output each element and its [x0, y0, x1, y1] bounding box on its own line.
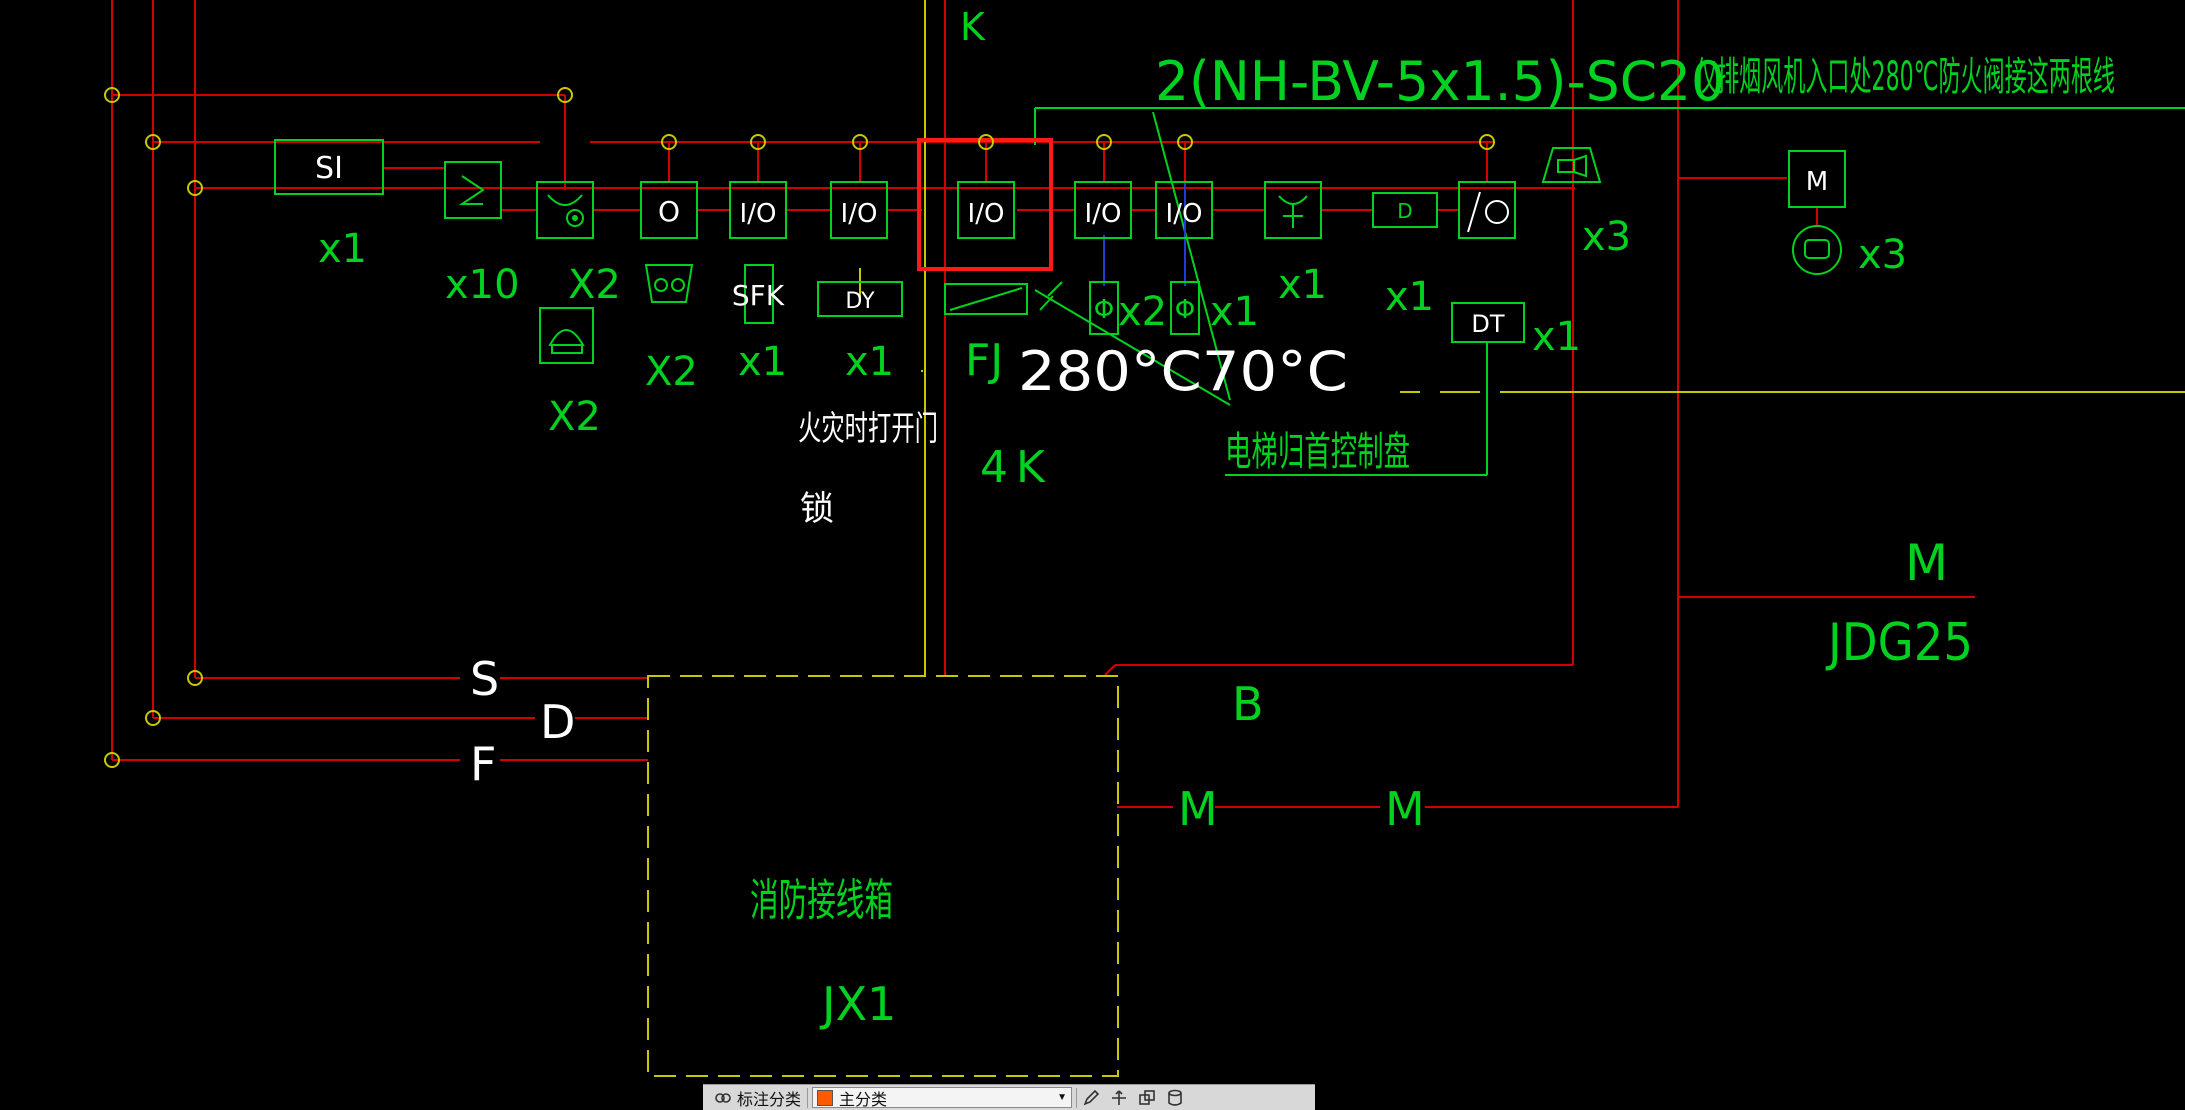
- qty-si: x1: [318, 226, 367, 272]
- svg-text:I/O: I/O: [1166, 199, 1203, 229]
- svg-text:SI: SI: [315, 151, 343, 186]
- red-wiring: [111, 0, 1975, 808]
- qty-sfk: x1: [738, 339, 787, 385]
- qty-dt: x1: [1532, 314, 1581, 360]
- label-jx1: JX1: [819, 977, 896, 1031]
- label-m-right: M: [1905, 534, 1948, 592]
- label-fire-unlock-1: 火灾时打开门: [798, 409, 938, 449]
- qty-fi2: x1: [1210, 289, 1259, 335]
- drawing-labels: K 2(NH-BV-5x1.5)-SC20 仅排烟风机入口处280℃防火阀接这两…: [470, 5, 2115, 1031]
- green-leaders: [1034, 107, 2185, 476]
- svg-text:D: D: [1397, 199, 1412, 223]
- blue-ticks: [1103, 182, 1186, 286]
- qty-speaker: x3: [1582, 214, 1631, 260]
- antenna-module[interactable]: [1264, 181, 1322, 239]
- copy-icon[interactable]: [1136, 1087, 1158, 1109]
- layer-dropdown-value: 主分类: [839, 1091, 888, 1109]
- io-module-4[interactable]: I/O: [1074, 181, 1132, 239]
- label-4k: 4K: [980, 442, 1053, 493]
- label-s: S: [470, 652, 499, 706]
- label-jdg25: JDG25: [1825, 613, 1973, 673]
- svg-text:Φ: Φ: [1175, 295, 1195, 325]
- label-m1: M: [1178, 782, 1218, 836]
- io-module-1[interactable]: I/O: [729, 181, 787, 239]
- alarm-horn-icon[interactable]: [536, 181, 594, 239]
- label-temps: 280°C70°C: [1018, 340, 1348, 403]
- dy-module[interactable]: DY: [817, 281, 903, 317]
- svg-text:DY: DY: [845, 289, 875, 314]
- qty-dy: x1: [845, 339, 894, 385]
- label-fire-box: 消防接线箱: [750, 875, 893, 926]
- qty-motor: x3: [1858, 232, 1907, 278]
- telephone-icon[interactable]: [539, 307, 594, 364]
- label-fj: FJ: [965, 335, 1003, 386]
- dt-module[interactable]: DT: [1451, 302, 1525, 343]
- move-icon[interactable]: [1108, 1087, 1130, 1109]
- si-module[interactable]: SI: [274, 139, 384, 195]
- annotation-icon: [712, 1087, 734, 1109]
- signal-module[interactable]: [444, 161, 502, 219]
- label-k: K: [960, 5, 986, 49]
- label-m2: M: [1385, 782, 1425, 836]
- toolbar-divider: [807, 1087, 809, 1108]
- qty-horn: X2: [568, 262, 621, 308]
- fire-junction-box-outline[interactable]: [647, 675, 1119, 1077]
- svg-text:I/O: I/O: [841, 199, 878, 229]
- qty-signal: x10: [445, 262, 520, 308]
- svg-text:I/O: I/O: [968, 199, 1005, 229]
- qty-phone: X2: [548, 394, 601, 440]
- svg-text:I/O: I/O: [1085, 199, 1122, 229]
- fj-module[interactable]: [944, 281, 1063, 315]
- chevron-down-icon: ▼: [1057, 1092, 1068, 1103]
- d-module[interactable]: D: [1372, 192, 1438, 228]
- io-module-3-selected[interactable]: I/O: [917, 138, 1053, 271]
- fan-motor-icon[interactable]: M: [1788, 150, 1846, 275]
- strobe-beacon-icon[interactable]: [644, 264, 694, 303]
- svg-text:M: M: [1806, 167, 1828, 197]
- qty-d: x1: [1385, 274, 1434, 320]
- svg-text:I/O: I/O: [740, 199, 777, 229]
- label-elevator: 电梯归首控制盘: [1225, 429, 1410, 475]
- label-f: F: [470, 737, 496, 791]
- toolbar-divider: [1076, 1087, 1078, 1108]
- svg-text:SFK: SFK: [732, 279, 785, 312]
- label-d: D: [540, 695, 575, 749]
- qty-antenna: x1: [1278, 262, 1327, 308]
- fire-damper-280-icon[interactable]: Φ: [1089, 281, 1119, 335]
- selection-highlight: [917, 138, 1053, 271]
- sfk-module[interactable]: SFK: [732, 264, 785, 324]
- svg-text:Φ: Φ: [1094, 295, 1114, 325]
- cable-note: 2(NH-BV-5x1.5)-SC20: [1155, 50, 1725, 113]
- qty-beacon: X2: [645, 349, 698, 395]
- quantity-labels: x1 x10 X2 X2 X2 x1 x1 x2 x1 x1 x1 x1 x3 …: [318, 214, 1907, 440]
- cad-bottom-toolbar: 标注分类 主分类 ▼: [703, 1084, 1315, 1110]
- label-b: B: [1232, 677, 1264, 731]
- qty-fi1: x2: [1118, 289, 1167, 335]
- switch-module[interactable]: [1458, 181, 1516, 239]
- fire-damper-70-icon[interactable]: Φ: [1170, 281, 1200, 335]
- svg-text:DT: DT: [1471, 310, 1504, 338]
- io-module-2[interactable]: I/O: [830, 181, 888, 239]
- layer-dropdown[interactable]: 主分类 ▼: [812, 1087, 1073, 1109]
- cable-note-cn: 仅排烟风机入口处280℃防火阀接这两根线: [1695, 54, 2115, 100]
- edit-icon[interactable]: [1080, 1087, 1102, 1109]
- output-module[interactable]: O: [640, 181, 698, 239]
- database-icon[interactable]: [1164, 1087, 1186, 1109]
- yellow-wiring: [859, 0, 2185, 676]
- speaker-icon[interactable]: [1541, 147, 1602, 183]
- layer-color-swatch: [817, 1089, 834, 1106]
- label-fire-unlock-2: 锁: [800, 489, 834, 529]
- annotation-scale-label: 标注分类: [737, 1091, 802, 1109]
- junction-nodes: [104, 87, 1495, 768]
- annotation-scale-control[interactable]: 标注分类: [703, 1085, 807, 1110]
- io-module-5[interactable]: I/O: [1155, 181, 1213, 239]
- svg-text:O: O: [658, 195, 680, 228]
